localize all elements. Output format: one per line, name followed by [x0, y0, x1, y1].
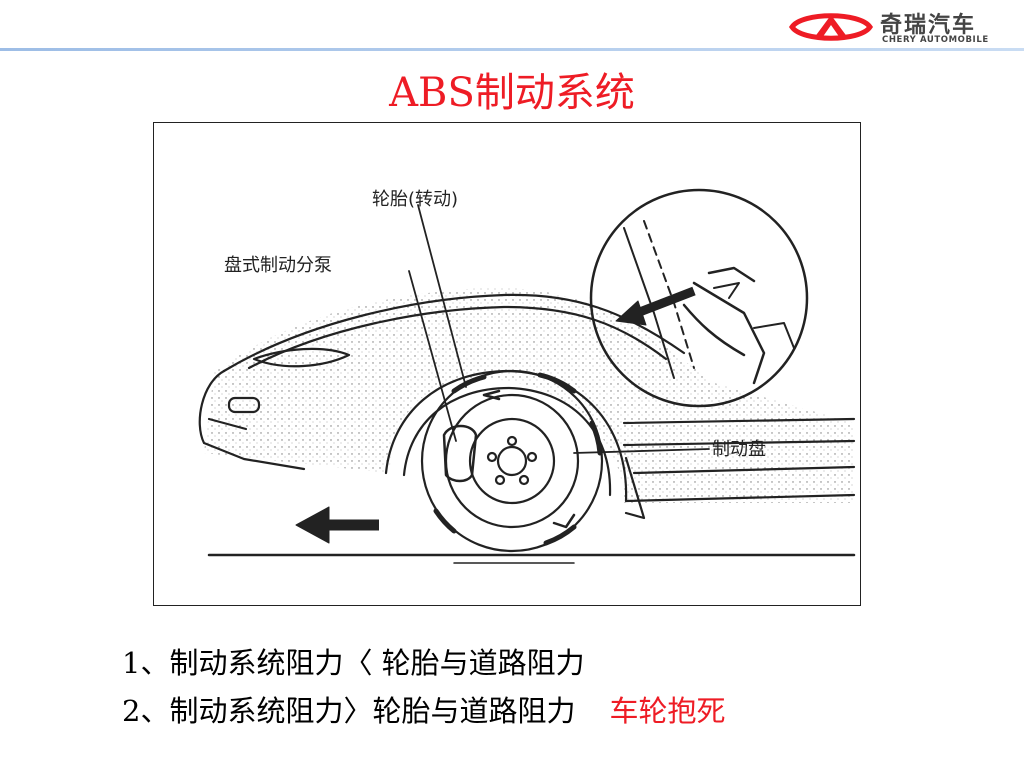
car-wheel-illustration [198, 188, 856, 564]
header-rule [0, 48, 1024, 51]
front-bumper [198, 369, 306, 471]
label-tire: 轮胎(转动) [372, 189, 459, 210]
brand-name-en: CHERY AUTOMOBILE [882, 35, 989, 45]
inset-pedal-detail [589, 188, 809, 408]
brand-logo: 奇瑞汽车 CHERY AUTOMOBILE [788, 6, 1014, 48]
statement-2: 2、制动系统阻力〉轮胎与道路阻力车轮抱死 [122, 688, 725, 730]
brake-disc [468, 417, 556, 505]
fog-lamp [227, 396, 261, 414]
statement-2-text: 2、制动系统阻力〉轮胎与道路阻力 [122, 694, 576, 728]
statement-1-text: 1、制动系统阻力〈 轮胎与道路阻力 [122, 646, 585, 680]
statement-1: 1、制动系统阻力〈 轮胎与道路阻力 [122, 640, 585, 682]
label-brake-disc: 制动盘 [712, 439, 766, 460]
label-caliper: 盘式制动分泵 [224, 255, 332, 276]
wheel-lock-highlight: 车轮抱死 [609, 694, 726, 728]
caliper [442, 424, 478, 483]
mud-flap [624, 456, 646, 520]
tire [420, 369, 604, 553]
brand-name-cn: 奇瑞汽车 [880, 13, 977, 38]
page-title: ABS制动系统 [389, 70, 635, 116]
chery-logo-icon [788, 13, 874, 41]
headlight [252, 347, 351, 368]
abs-diagram: 轮胎(转动) 盘式制动分泵 制动盘 [153, 122, 861, 606]
